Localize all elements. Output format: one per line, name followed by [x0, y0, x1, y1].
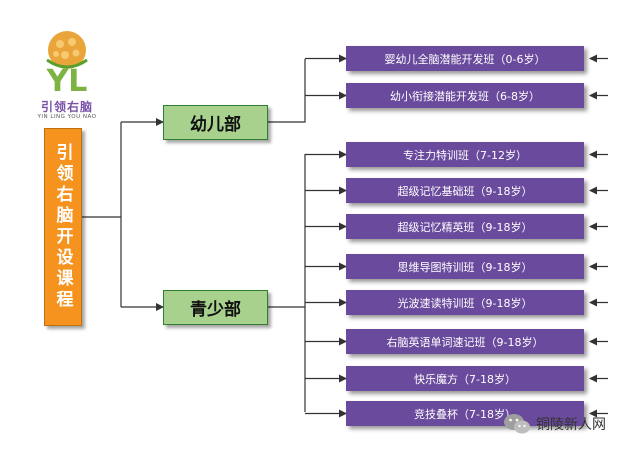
brain-logo-icon	[46, 31, 88, 69]
course-9: 快乐魔方（7-18岁）	[346, 366, 584, 391]
course-10: 竞技叠杯（7-18岁）	[346, 401, 584, 426]
title-text: 引领右脑开设课程	[52, 143, 73, 311]
course-3: 专注力特训班（7-12岁）	[346, 142, 584, 167]
watermark: 铜陵新人网	[502, 412, 606, 436]
course-5: 超级记忆精英班（9-18岁）	[346, 214, 584, 239]
course-6: 思维导图特训班（9-18岁）	[346, 254, 584, 279]
logo-pinyin: YIN LING YOU NAO	[37, 114, 97, 120]
course-8: 右脑英语单词速记班（9-18岁）	[346, 329, 584, 354]
wechat-icon	[504, 414, 530, 434]
logo-letters: YL	[46, 64, 88, 99]
watermark-text: 铜陵新人网	[536, 417, 606, 433]
logo: YL 引领右脑 YIN LING YOU NAO	[27, 28, 107, 124]
connector-youth-trunk	[268, 154, 306, 412]
course-4: 超级记忆基础班（9-18岁）	[346, 178, 584, 203]
dept-youth: 青少部	[163, 290, 268, 325]
dept-young: 幼儿部	[163, 105, 268, 140]
connector-title-to-depts	[82, 122, 122, 307]
course-7: 光波速读特训班（9-18岁）	[346, 290, 584, 315]
course-2: 幼小衔接潜能开发班（6-8岁）	[346, 83, 584, 108]
course-1: 婴幼儿全脑潜能开发班（0-6岁）	[346, 46, 584, 71]
title-box: 引领右脑开设课程	[44, 128, 82, 326]
connector-young-trunk	[268, 59, 306, 123]
logo-name: 引领右脑	[40, 100, 93, 114]
